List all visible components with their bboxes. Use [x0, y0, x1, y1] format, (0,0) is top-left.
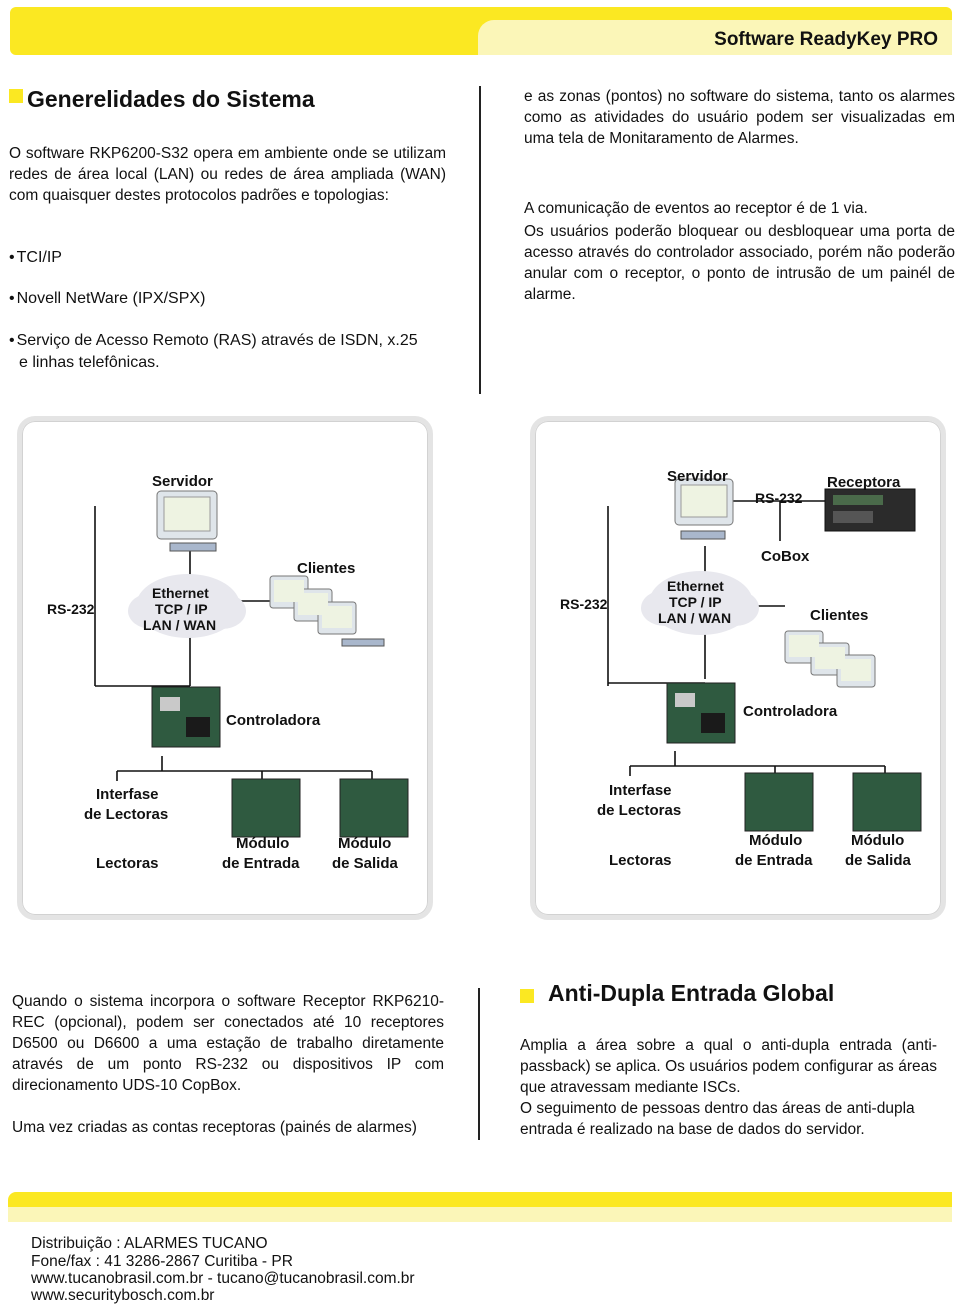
section-bullet-square [520, 989, 534, 1003]
label-clientes: Clientes [297, 560, 355, 577]
label-clientes: Clientes [810, 607, 868, 624]
footer-phone: Fone/fax : 41 3286-2867 Curitiba - PR [31, 1253, 293, 1270]
section-heading-generelidades: Generelidades do Sistema [27, 86, 315, 112]
bullet-netware: Novell NetWare (IPX/SPX) [9, 288, 206, 309]
column-divider-top [479, 86, 481, 394]
header-title: Software ReadyKey PRO [714, 29, 938, 50]
server-computer-icon [156, 490, 218, 552]
circuit-board-icon [666, 682, 736, 744]
bottom-left-paragraph-2: Uma vez criadas as contas receptoras (pa… [12, 1119, 417, 1136]
diagram-left-svg: Servidor Clientes RS-232 Ethernet TCP / … [47, 473, 409, 872]
right-paragraph-1: e as zonas (pontos) no software do siste… [524, 88, 955, 147]
circuit-board-icon [151, 686, 221, 748]
label-lectoras: Lectoras [96, 855, 159, 872]
section2-paragraph-1: Amplia a área sobre a qual o anti-dupla … [520, 1037, 937, 1096]
footer-distributor: Distribuição : ALARMES TUCANO [31, 1235, 268, 1252]
label-lectoras: Lectoras [609, 852, 672, 869]
label-interfase: Interfase [609, 782, 672, 799]
bottom-left-paragraph-1: Quando o sistema incorpora o software Re… [12, 993, 444, 1094]
label-controladora: Controladora [226, 712, 321, 729]
client-computer-icon [784, 630, 876, 688]
label-servidor: Servidor [667, 468, 728, 485]
label-rs232: RS-232 [560, 596, 608, 612]
label-de-entrada: de Entrada [735, 852, 813, 869]
label-de-salida: de Salida [845, 852, 912, 869]
client-computer-icon [269, 575, 385, 647]
header-bar-highlight [478, 20, 952, 55]
label-tcpip: TCP / IP [155, 601, 208, 617]
circuit-board-icon [744, 772, 922, 832]
right-paragraph-3: Os usuários poderão bloquear ou desbloqu… [524, 223, 955, 303]
label-lanwan: LAN / WAN [143, 617, 216, 633]
label-receptora: Receptora [827, 474, 901, 491]
label-modulo-entrada: Módulo [236, 835, 289, 852]
network-cloud-icon [128, 574, 246, 638]
bullet-ras-continued: e linhas telefônicas. [19, 354, 160, 371]
label-lanwan: LAN / WAN [658, 610, 731, 626]
diagram-left: Servidor Clientes RS-232 Ethernet TCP / … [17, 416, 433, 920]
footer-website-bosch[interactable]: www.securitybosch.com.br [31, 1287, 215, 1304]
label-ethernet: Ethernet [152, 585, 209, 601]
label-de-entrada: de Entrada [222, 855, 300, 872]
footer-website-email[interactable]: www.tucanobrasil.com.br - tucano@tucanob… [31, 1270, 415, 1287]
label-tcpip: TCP / IP [669, 594, 722, 610]
right-paragraph-2: A comunicação de eventos ao receptor é d… [524, 200, 868, 217]
section-heading-anti-dupla: Anti-Dupla Entrada Global [548, 980, 835, 1006]
label-rs232: RS-232 [47, 601, 95, 617]
footer-bar-highlight [8, 1207, 952, 1222]
label-modulo-entrada: Módulo [749, 832, 802, 849]
label-modulo-salida: Módulo [338, 835, 391, 852]
label-modulo-salida: Módulo [851, 832, 904, 849]
label-ethernet: Ethernet [667, 578, 724, 594]
label-controladora: Controladora [743, 703, 838, 720]
section2-paragraph-2: O seguimento de pessoas dentro das áreas… [520, 1100, 915, 1138]
bullet-tcpip: TCI/IP [9, 247, 62, 268]
label-interfase: Interfase [96, 786, 159, 803]
label-servidor: Servidor [152, 473, 213, 490]
receiver-panel-icon [824, 488, 916, 532]
label-de-lectoras: de Lectoras [84, 806, 168, 823]
label-cobox: CoBox [761, 548, 810, 565]
label-rs232-top: RS-232 [755, 490, 803, 506]
circuit-board-icon [231, 778, 409, 838]
diagram-right-svg: Servidor Receptora RS-232 CoBox RS-232 E… [560, 468, 922, 869]
bullet-ras: Serviço de Acesso Remoto (RAS) através d… [9, 330, 418, 351]
section1-intro: O software RKP6200-S32 opera em ambiente… [9, 145, 446, 204]
label-de-salida: de Salida [332, 855, 399, 872]
diagram-right: Servidor Receptora RS-232 CoBox RS-232 E… [530, 416, 946, 920]
network-cloud-icon [641, 571, 759, 635]
label-de-lectoras: de Lectoras [597, 802, 681, 819]
server-computer-icon [674, 478, 734, 540]
section-bullet-square [9, 89, 23, 103]
column-divider-bottom [478, 988, 480, 1140]
